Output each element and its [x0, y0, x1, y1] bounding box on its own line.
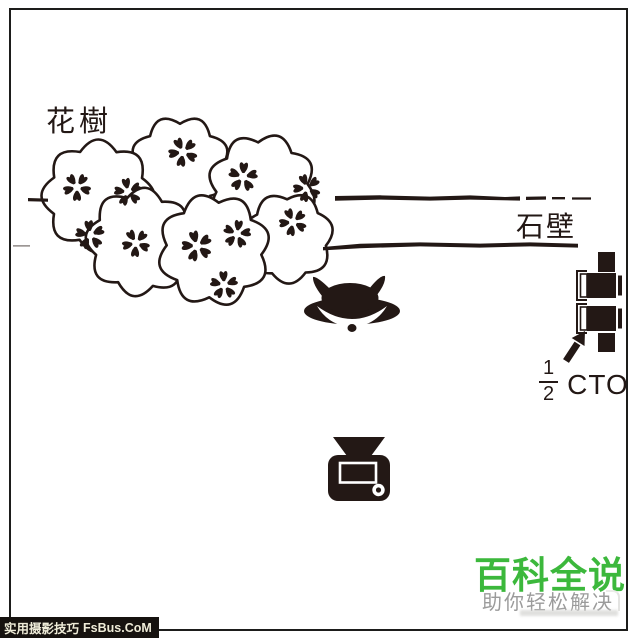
- gel-label: 1 2 CTO: [539, 357, 629, 405]
- tree-label: 花樹: [46, 106, 113, 138]
- faded-watermark-bar: [520, 610, 618, 616]
- brand-watermark: 百科全说: [474, 555, 626, 596]
- brand-slogan: 助你轻松解决: [482, 592, 614, 614]
- fraction-numerator: 1: [539, 357, 559, 383]
- gel-name: CTO: [567, 368, 629, 400]
- speedlight-top-icon: [576, 252, 623, 301]
- fraction-denominator: 2: [543, 382, 555, 405]
- faded-frame-fragment: [606, 590, 620, 611]
- footer-watermark: 实用摄影技巧 FsBus.CoM: [0, 617, 159, 638]
- stone-wall-icon: [13, 195, 591, 251]
- gel-fraction: 1 2: [539, 357, 559, 405]
- gel-arrow-icon: [563, 331, 585, 363]
- footer-site-name: 实用摄影技巧: [4, 622, 80, 636]
- diagram-border: [9, 8, 628, 631]
- speedlight-bottom-icon: [576, 303, 623, 352]
- subject-person-icon: [304, 275, 400, 334]
- wall-label: 石壁: [516, 211, 577, 242]
- camera-icon: [328, 437, 390, 501]
- footer-site-domain: FsBus.CoM: [83, 620, 152, 635]
